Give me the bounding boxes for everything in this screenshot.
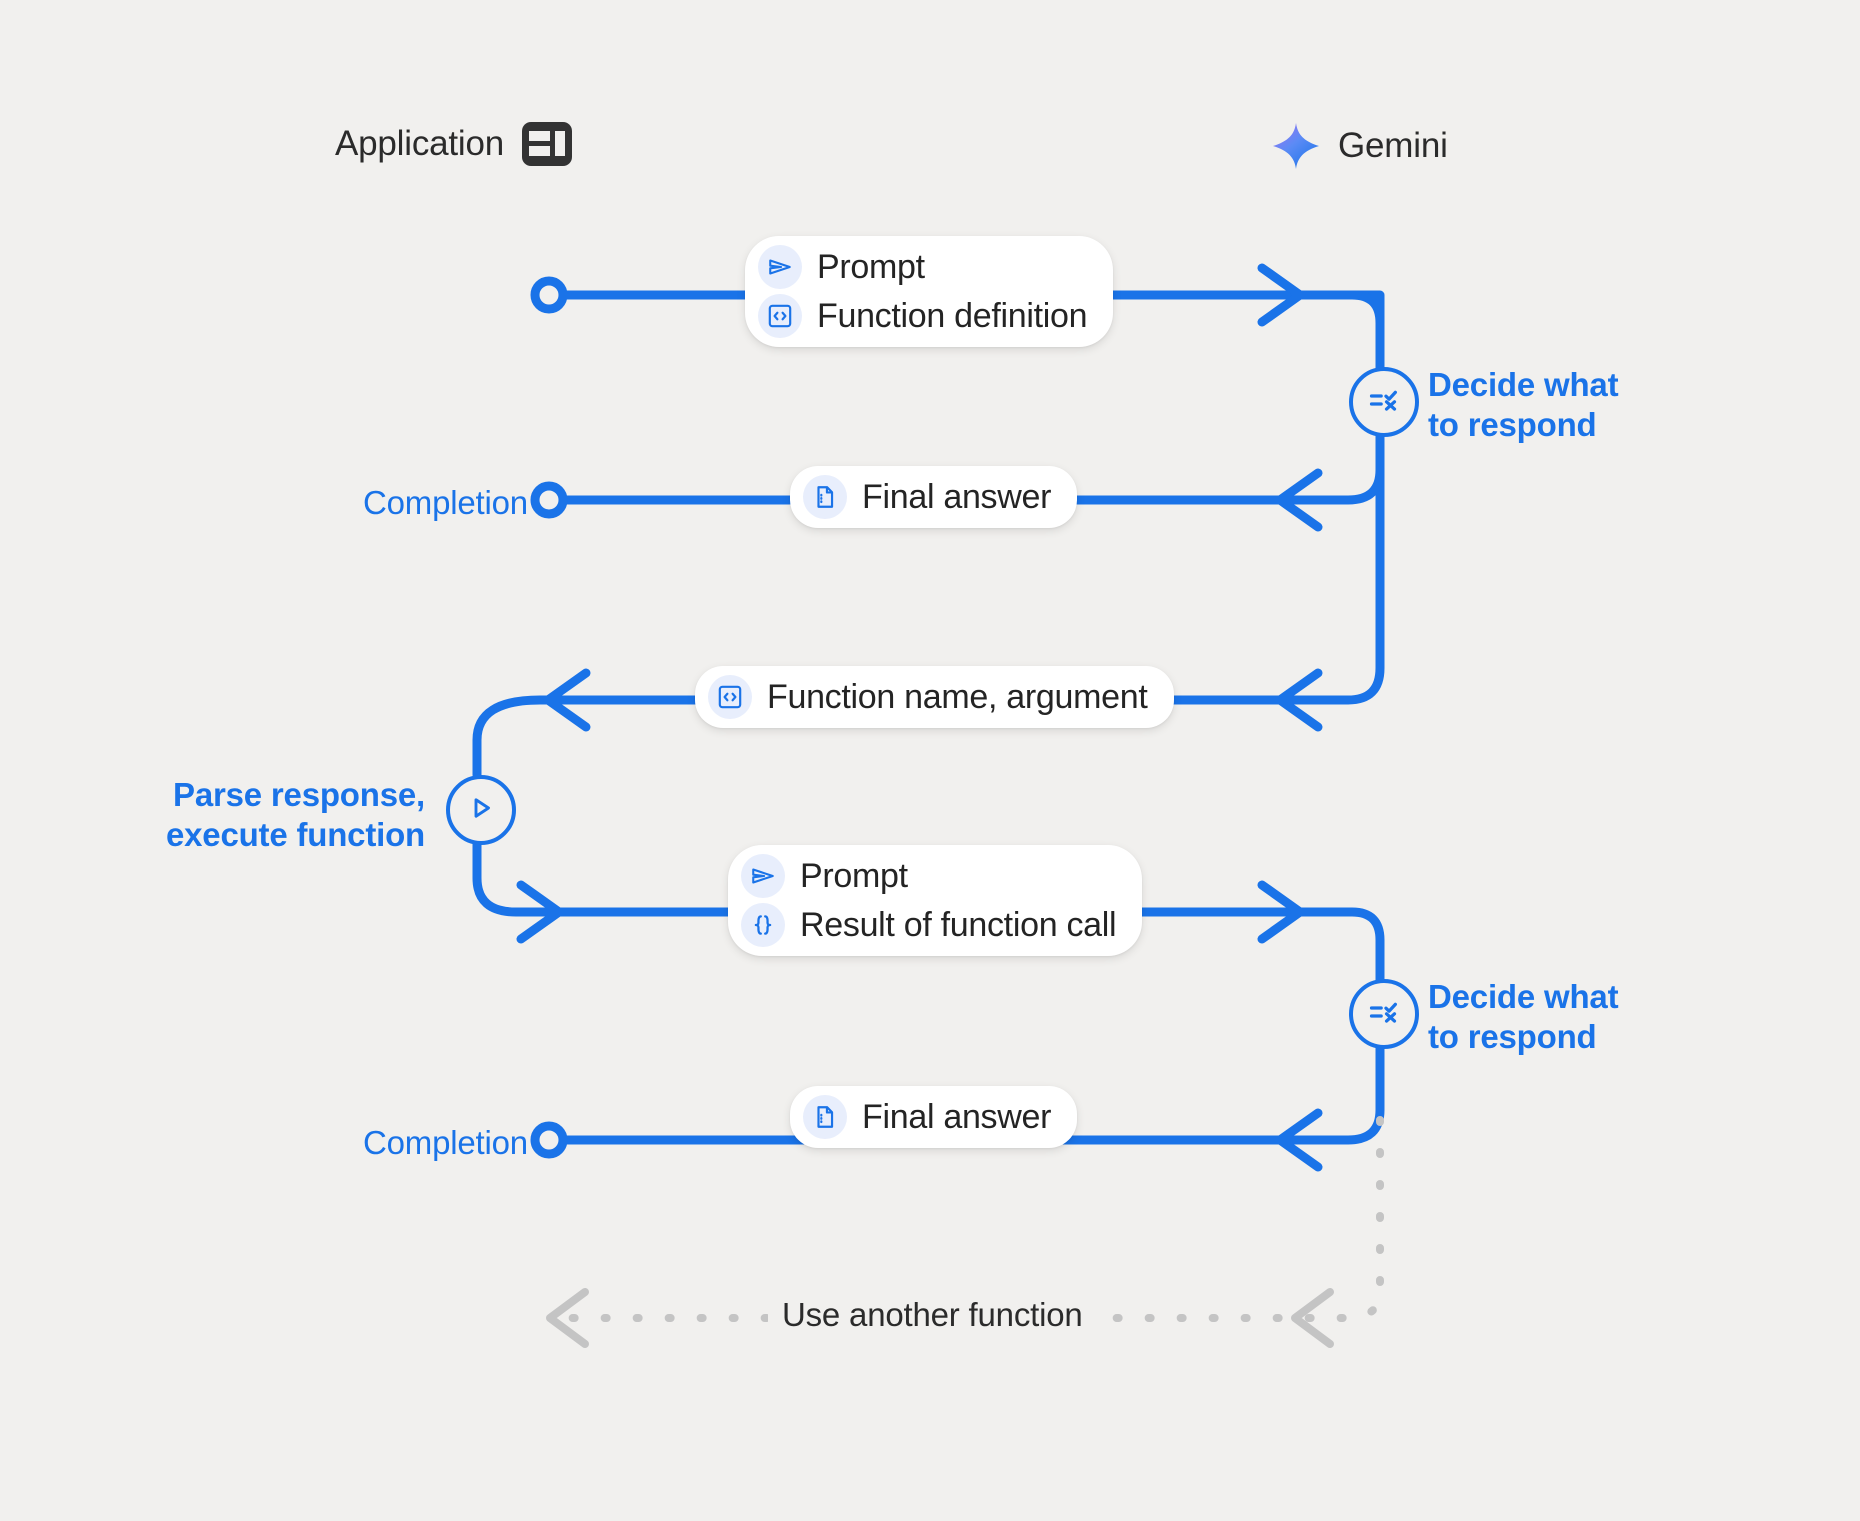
label-completion-1: Completion [363,484,528,521]
label-parse-execute: Parse response, execute function [0,775,425,856]
chip-row-result-of-function-call: Result of function call [741,903,1117,947]
wire-request-2 [1285,907,1385,985]
application-window-icon [522,122,573,166]
message-label: Result of function call [800,905,1117,944]
column-header-application: Application [335,122,573,166]
wire-loop-dashed [556,1116,1384,1322]
code-brackets-icon [758,294,802,338]
play-icon [466,793,496,828]
label-decide-1-line1: Decide what [1428,366,1619,403]
code-brackets-icon [708,675,752,719]
message-response-1[interactable]: Final answer [790,466,1078,528]
message-label: Function name, argument [767,677,1148,716]
label-decide-1-line2: to respond [1428,406,1597,444]
send-icon [758,245,802,289]
label-parse-line2: execute function [165,816,425,854]
endpoint-completion-2 [530,1121,568,1159]
chip-row-prompt: Prompt [758,245,1087,289]
column-header-gemini: Gemini [1272,122,1448,170]
chip-row-function-name-argument: Function name, argument [708,675,1148,719]
decision-node-2[interactable] [1349,979,1419,1049]
message-request-1[interactable]: Prompt Function definition [745,236,1114,347]
endpoint-completion-1 [530,481,568,519]
message-label: Final answer [862,477,1052,516]
arrowhead-function-call-app [543,668,591,732]
chip-row-function-definition: Function definition [758,294,1088,338]
message-label: Prompt [800,856,908,895]
decision-node-1[interactable] [1349,367,1419,437]
column-label-gemini: Gemini [1338,126,1448,165]
endpoint-start [530,276,568,314]
wire-decide-1-down [1285,425,1385,705]
arrowhead-loop-gemini [1291,1288,1334,1348]
message-label: Function definition [817,296,1088,335]
arrowhead-response-1 [1275,468,1323,532]
arrowhead-function-call-gemini [1275,668,1323,732]
arrowhead-request-1 [1257,263,1305,327]
decision-checklist-icon [1367,383,1401,422]
curly-braces-icon [741,903,785,947]
label-decide-2-line1: Decide what [1428,978,1619,1015]
decision-checklist-icon [1367,995,1401,1034]
arrowhead-request-2-gemini [1257,880,1305,944]
chip-row-final-answer: Final answer [803,1095,1051,1139]
gemini-sparkle-icon [1272,122,1320,170]
parse-execute-node[interactable] [446,775,516,845]
label-use-another-function: Use another function [768,1296,1097,1334]
message-function-call[interactable]: Function name, argument [695,666,1174,728]
message-request-2[interactable]: Prompt Result of function call [728,845,1143,956]
document-icon [803,1095,847,1139]
chip-row-prompt: Prompt [741,854,1116,898]
wire-request-1-corner [1285,290,1385,373]
arrowhead-request-2 [516,880,564,944]
message-label: Prompt [817,247,925,286]
label-decide-2: Decide what to respond [1428,977,1619,1058]
label-completion-2: Completion [363,1124,528,1161]
label-parse-line1: Parse response, [173,776,425,813]
send-icon [741,854,785,898]
column-label-application: Application [335,124,505,163]
message-response-2[interactable]: Final answer [790,1086,1078,1148]
message-label: Final answer [862,1097,1052,1136]
label-decide-1: Decide what to respond [1428,365,1619,446]
arrowhead-loop-app [546,1288,589,1348]
label-decide-2-line2: to respond [1428,1018,1597,1056]
arrowhead-response-2 [1275,1108,1323,1172]
wire-function-call-left [472,695,561,780]
document-icon [803,475,847,519]
chip-row-final-answer: Final answer [803,475,1051,519]
